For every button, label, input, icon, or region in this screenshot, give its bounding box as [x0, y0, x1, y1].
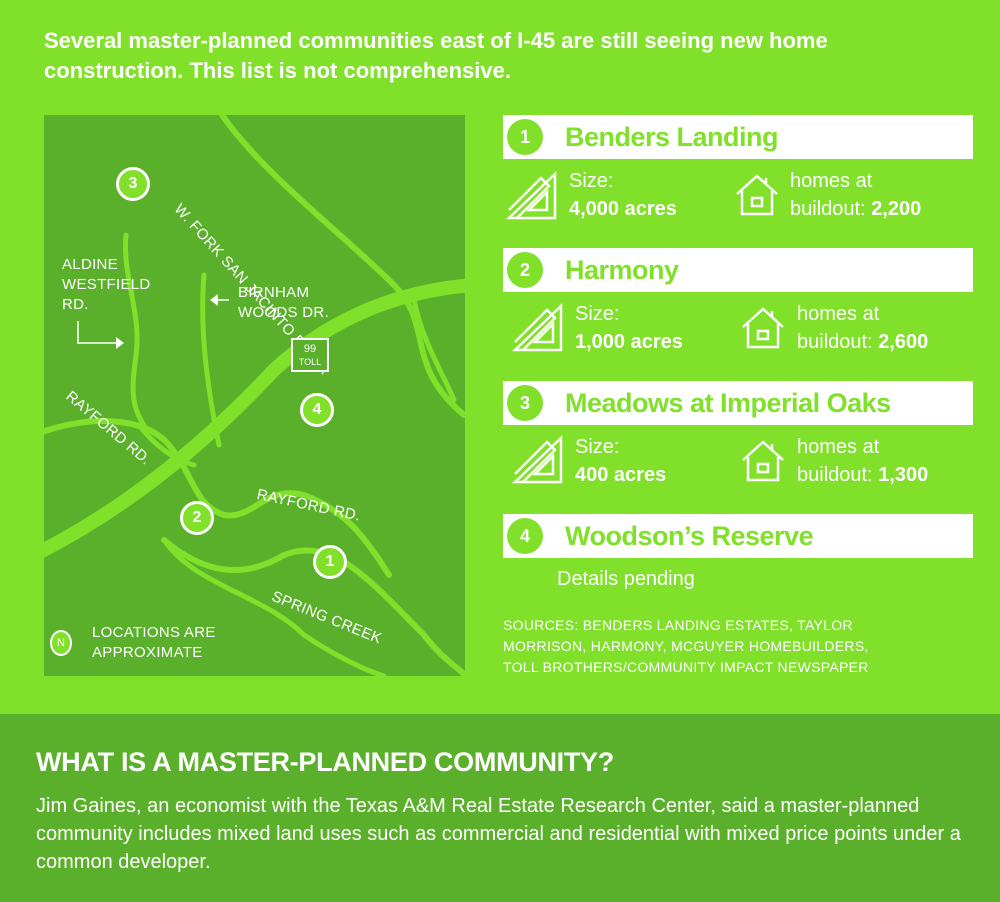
size-label-2: Size:	[575, 303, 620, 325]
rayford-road	[44, 418, 392, 578]
label-aldine-3: RD.	[62, 296, 89, 313]
south-branch	[161, 537, 387, 676]
size-value-2: 1,000 acres	[575, 331, 683, 353]
label-aldine-1: ALDINE	[62, 256, 118, 273]
house-icon	[736, 174, 778, 216]
homes-stat-2: homes at buildout: 2,600	[797, 300, 928, 356]
community-banner-1: 1 Benders Landing	[503, 115, 973, 159]
community-number-4: 4	[507, 518, 543, 554]
birnham-arrowhead	[210, 294, 218, 306]
size-label-3: Size:	[575, 436, 620, 458]
ruler-triangle-icon	[511, 435, 563, 484]
sources-line-2: MORRISON, HARMONY, MCGUYER HOMEBUILDERS,	[503, 638, 869, 654]
map-pin-3: 3	[116, 167, 150, 201]
community-banner-2: 2 Harmony	[503, 248, 973, 292]
homes-label-3: homes at	[797, 436, 880, 458]
homes-line-2: buildout: 2,600	[797, 328, 928, 356]
homes-prefix-1: buildout:	[790, 198, 866, 220]
community-name-2: Harmony	[565, 255, 679, 285]
ruler-triangle-icon	[511, 303, 563, 352]
size-stat-3: Size: 400 acres	[575, 433, 666, 489]
birnham-road	[200, 272, 222, 448]
explainer-body: Jim Gaines, an economist with the Texas …	[36, 795, 961, 873]
homes-value-3: 1,300	[878, 464, 929, 486]
legend-line-1: LOCATIONS ARE	[92, 624, 216, 641]
legend-line-2: APPROXIMATE	[92, 644, 203, 661]
toll-text: TOLL	[298, 357, 322, 367]
homes-stat-1: homes at buildout: 2,200	[790, 167, 921, 223]
map-pin-2: 2	[180, 501, 214, 535]
explainer-heading: WHAT IS A MASTER-PLANNED COMMUNITY?	[36, 747, 614, 777]
homes-value-1: 2,200	[871, 198, 922, 220]
map-pin-1: 1	[313, 545, 347, 579]
homes-label-2: homes at	[797, 303, 880, 325]
label-aldine-2: WESTFIELD	[62, 276, 151, 293]
connector-road	[136, 422, 197, 468]
map-pin-4: 4	[300, 393, 334, 427]
homes-label-1: homes at	[790, 170, 873, 192]
sources-line-1: SOURCES: BENDERS LANDING ESTATES, TAYLOR	[503, 617, 853, 633]
house-icon	[742, 307, 784, 349]
homes-value-2: 2,600	[878, 331, 929, 353]
community-banner-3: 3 Meadows at Imperial Oaks	[503, 381, 973, 425]
intro-text: Several master-planned communities east …	[44, 28, 828, 83]
community-number-3: 3	[507, 385, 543, 421]
label-birnham-1: BIRNHAM	[238, 284, 310, 301]
aldine-arrowhead	[116, 337, 124, 349]
community-number-2: 2	[507, 252, 543, 288]
house-icon	[742, 440, 784, 482]
label-birnham: BIRNHAM WOODS DR.	[238, 283, 329, 323]
legend-text: LOCATIONS ARE APPROXIMATE	[92, 623, 216, 663]
toll-99-shield: 99 TOLL	[291, 338, 329, 372]
homes-stat-3: homes at buildout: 1,300	[797, 433, 928, 489]
size-stat-2: Size: 1,000 acres	[575, 300, 683, 356]
homes-prefix-2: buildout:	[797, 331, 873, 353]
size-value-3: 400 acres	[575, 464, 667, 486]
ruler-triangle-icon	[505, 171, 557, 220]
homes-line-1: buildout: 2,200	[790, 195, 921, 223]
toll-number: 99	[303, 343, 317, 355]
homes-prefix-3: buildout:	[797, 464, 873, 486]
map: W. FORK SAN JACINTO RIVER ALDINE WESTFIE…	[44, 115, 465, 676]
river-branch	[411, 297, 457, 403]
community-banner-4: 4 Woodson’s Reserve	[503, 514, 973, 558]
map-roads	[44, 115, 465, 676]
size-label-1: Size:	[569, 170, 614, 192]
river	[219, 115, 465, 418]
north-arrow-icon: N	[50, 630, 72, 656]
community-name-4: Woodson’s Reserve	[565, 521, 814, 551]
community-name-3: Meadows at Imperial Oaks	[565, 388, 891, 418]
community-name-1: Benders Landing	[565, 122, 779, 152]
explainer-panel: WHAT IS A MASTER-PLANNED COMMUNITY? Jim …	[0, 714, 1000, 902]
size-value-1: 4,000 acres	[569, 198, 677, 220]
community-number-1: 1	[507, 119, 543, 155]
sources: SOURCES: BENDERS LANDING ESTATES, TAYLOR…	[503, 615, 973, 678]
label-birnham-2: WOODS DR.	[238, 304, 330, 321]
label-aldine: ALDINE WESTFIELD RD.	[62, 255, 151, 315]
homes-line-3: buildout: 1,300	[797, 461, 928, 489]
aldine-road	[122, 232, 147, 428]
sources-line-3: TOLL BROTHERS/COMMUNITY IMPACT NEWSPAPER	[503, 659, 869, 675]
aldine-arrow	[77, 321, 122, 344]
size-stat-1: Size: 4,000 acres	[569, 167, 677, 223]
details-pending: Details pending	[557, 568, 695, 590]
